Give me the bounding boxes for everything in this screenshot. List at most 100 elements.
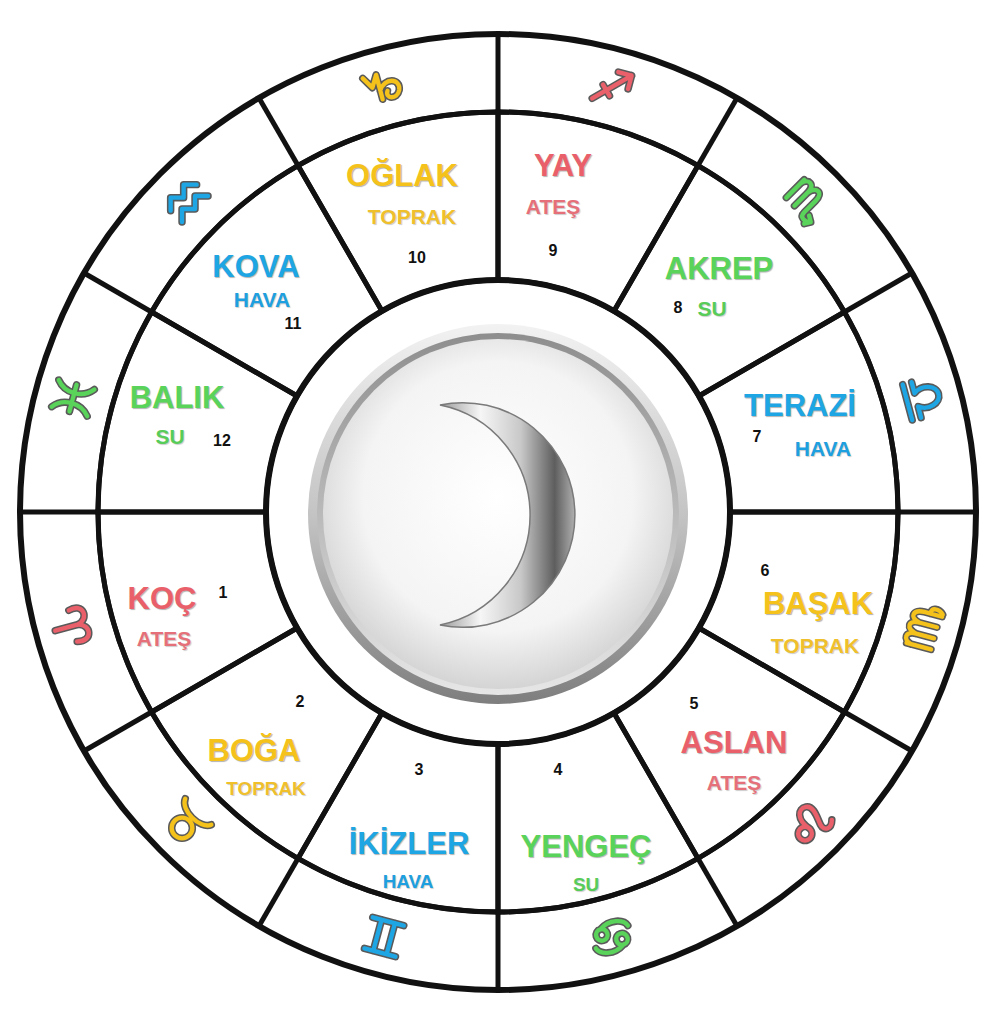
glyph-outline bbox=[782, 178, 830, 226]
sign-name: BALIK bbox=[130, 382, 225, 413]
sector-path bbox=[298, 112, 498, 311]
zodiac-glyph bbox=[364, 917, 403, 956]
element-name: SU bbox=[573, 876, 599, 895]
sign-name: BAŞAK bbox=[763, 588, 873, 619]
glyph-outline bbox=[592, 67, 631, 106]
zodiac-glyph bbox=[51, 606, 91, 647]
house-number: 8 bbox=[674, 300, 683, 316]
sign-name: OĞLAK bbox=[346, 160, 458, 191]
glyph-stroke bbox=[164, 178, 208, 222]
sign-name: KOVA bbox=[212, 251, 299, 282]
zodiac-glyph bbox=[905, 604, 944, 650]
zodiac-glyphs bbox=[51, 67, 944, 956]
sector-path bbox=[614, 628, 844, 858]
house-number: 1 bbox=[219, 585, 228, 601]
element-name: TOPRAK bbox=[771, 635, 859, 656]
glyph-stroke bbox=[590, 918, 633, 956]
sign-name: KOÇ bbox=[128, 583, 197, 614]
element-name: SU bbox=[697, 298, 726, 319]
sector-path bbox=[498, 713, 698, 912]
zodiac-glyph bbox=[363, 70, 402, 104]
glyph-stroke bbox=[364, 917, 403, 956]
glyph-outline bbox=[905, 604, 944, 650]
glyph-stroke bbox=[786, 799, 834, 847]
house-number: 7 bbox=[753, 429, 762, 445]
glyph-outline bbox=[364, 917, 403, 956]
element-name: TOPRAK bbox=[226, 780, 305, 799]
sign-name: BOĞA bbox=[208, 735, 301, 766]
sector-path bbox=[98, 512, 297, 712]
zodiac-glyph bbox=[592, 67, 631, 106]
sector-path bbox=[152, 628, 382, 858]
house-number: 4 bbox=[554, 762, 563, 778]
button-bezel bbox=[308, 324, 688, 704]
glyph-outline bbox=[52, 380, 95, 416]
sector-path bbox=[614, 166, 844, 396]
element-name: ATEŞ bbox=[137, 628, 191, 649]
inner-ring bbox=[266, 280, 730, 744]
element-name: ATEŞ bbox=[526, 196, 580, 217]
sign-name: YAY bbox=[534, 150, 592, 181]
glyph-outline bbox=[786, 799, 834, 847]
glyph-stroke bbox=[52, 380, 95, 416]
glyph-stroke bbox=[903, 376, 944, 420]
house-number: 2 bbox=[296, 694, 305, 710]
sign-name: TERAZİ bbox=[744, 390, 856, 421]
glyph-stroke bbox=[782, 178, 830, 226]
sector-path bbox=[98, 312, 297, 512]
sign-name: ASLAN bbox=[681, 727, 788, 758]
glyph-outline bbox=[590, 918, 633, 956]
moon-crescent bbox=[440, 403, 575, 628]
glyph-stroke bbox=[592, 67, 631, 106]
house-number: 12 bbox=[213, 433, 231, 449]
outer-ring bbox=[20, 34, 976, 990]
zodiac-glyph bbox=[903, 376, 944, 420]
glyph-stroke bbox=[905, 604, 944, 650]
glyph-stroke bbox=[51, 606, 91, 647]
house-number: 10 bbox=[408, 250, 426, 266]
glyph-outline bbox=[903, 376, 944, 420]
zodiac-glyph bbox=[786, 799, 834, 847]
element-name: SU bbox=[155, 426, 184, 447]
sign-name: YENGEÇ bbox=[521, 831, 652, 862]
zodiac-glyph bbox=[782, 178, 830, 226]
zodiac-glyph bbox=[164, 178, 208, 222]
element-name: HAVA bbox=[795, 438, 851, 459]
element-name: HAVA bbox=[234, 289, 290, 310]
zodiac-glyph bbox=[590, 918, 633, 956]
element-name: TOPRAK bbox=[368, 206, 456, 227]
symbol-dividers bbox=[20, 34, 976, 990]
house-number: 9 bbox=[549, 243, 558, 259]
house-number: 5 bbox=[690, 696, 699, 712]
glyph-outline bbox=[162, 799, 212, 849]
sign-name: AKREP bbox=[665, 253, 774, 284]
sector-path bbox=[152, 166, 382, 396]
button-face bbox=[323, 339, 673, 689]
middle-ring bbox=[98, 112, 898, 912]
sector-path bbox=[498, 112, 698, 311]
button-rim bbox=[317, 333, 679, 695]
house-number: 3 bbox=[415, 762, 424, 778]
